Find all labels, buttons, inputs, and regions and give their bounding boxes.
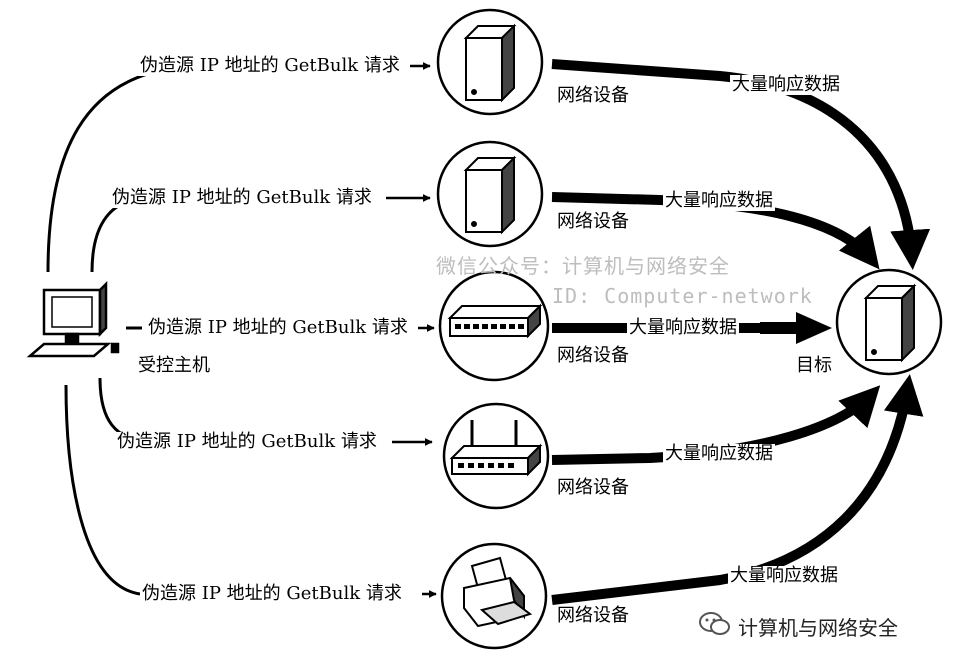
router-ports bbox=[458, 463, 514, 468]
router-side bbox=[527, 443, 541, 477]
request-arrows bbox=[126, 62, 437, 598]
device-label-2: 网络设备 bbox=[555, 211, 631, 232]
request-label-3: 伪造源 IP 地址的 GetBulk 请求 bbox=[146, 317, 410, 338]
computer-icon bbox=[26, 280, 120, 358]
printer-paper-out bbox=[479, 600, 533, 626]
server-icon bbox=[463, 155, 517, 235]
request-label-1: 伪造源 IP 地址的 GetBulk 请求 bbox=[138, 55, 402, 76]
target-server-side bbox=[901, 283, 915, 363]
computer-mouse bbox=[110, 342, 120, 354]
switch-top bbox=[447, 305, 543, 319]
device-label-5: 网络设备 bbox=[555, 605, 631, 626]
computer-screen bbox=[51, 296, 93, 328]
switch-side bbox=[527, 303, 541, 339]
device-label-1: 网络设备 bbox=[555, 85, 631, 106]
device-label-3: 网络设备 bbox=[555, 345, 631, 366]
response-label-3: 大量响应数据 bbox=[627, 317, 739, 338]
footer: 计算机与网络安全 bbox=[698, 610, 938, 640]
switch-ports bbox=[455, 324, 524, 329]
router-icon bbox=[449, 420, 543, 477]
request-curve-5 bbox=[64, 384, 141, 596]
switch-body bbox=[449, 317, 529, 337]
server-icon bbox=[863, 283, 917, 363]
request-curve-2 bbox=[90, 196, 151, 273]
server-1-front bbox=[465, 37, 503, 101]
server-1-led bbox=[471, 89, 477, 95]
request-label-4: 伪造源 IP 地址的 GetBulk 请求 bbox=[115, 431, 379, 452]
printer-icon bbox=[463, 556, 533, 628]
target-server-front bbox=[865, 297, 903, 361]
request-curve-1 bbox=[46, 66, 176, 273]
server-1-side bbox=[501, 23, 515, 103]
wechat-icon bbox=[699, 612, 730, 635]
response-label-2: 大量响应数据 bbox=[663, 190, 775, 211]
server-2-side bbox=[501, 155, 515, 235]
switch-icon bbox=[447, 303, 543, 339]
response-arrow-3-shaft bbox=[760, 322, 800, 334]
device-label-4: 网络设备 bbox=[555, 477, 631, 498]
footer-text: 计算机与网络安全 bbox=[738, 616, 898, 640]
target-label: 目标 bbox=[794, 355, 834, 376]
watermark-line-1: 微信公众号：计算机与网络安全 bbox=[436, 254, 730, 278]
computer-monitor-side bbox=[98, 280, 108, 338]
server-2-front bbox=[465, 169, 503, 233]
response-arrow-3-head bbox=[796, 312, 832, 344]
response-label-5: 大量响应数据 bbox=[728, 565, 840, 586]
computer-keyboard bbox=[26, 342, 112, 358]
computer-stand bbox=[64, 332, 80, 344]
watermark-line-2: ID: Computer-network bbox=[552, 284, 813, 308]
server-2-led bbox=[471, 221, 477, 227]
request-label-2: 伪造源 IP 地址的 GetBulk 请求 bbox=[110, 187, 374, 208]
target-server-led bbox=[871, 349, 877, 355]
response-label-4: 大量响应数据 bbox=[663, 443, 775, 464]
controlled-host-label: 受控主机 bbox=[136, 355, 212, 376]
request-label-5: 伪造源 IP 地址的 GetBulk 请求 bbox=[140, 583, 404, 604]
router-top bbox=[449, 445, 543, 459]
response-label-1: 大量响应数据 bbox=[730, 74, 842, 95]
server-icon bbox=[463, 23, 517, 103]
response-arrow-3 bbox=[760, 312, 832, 344]
